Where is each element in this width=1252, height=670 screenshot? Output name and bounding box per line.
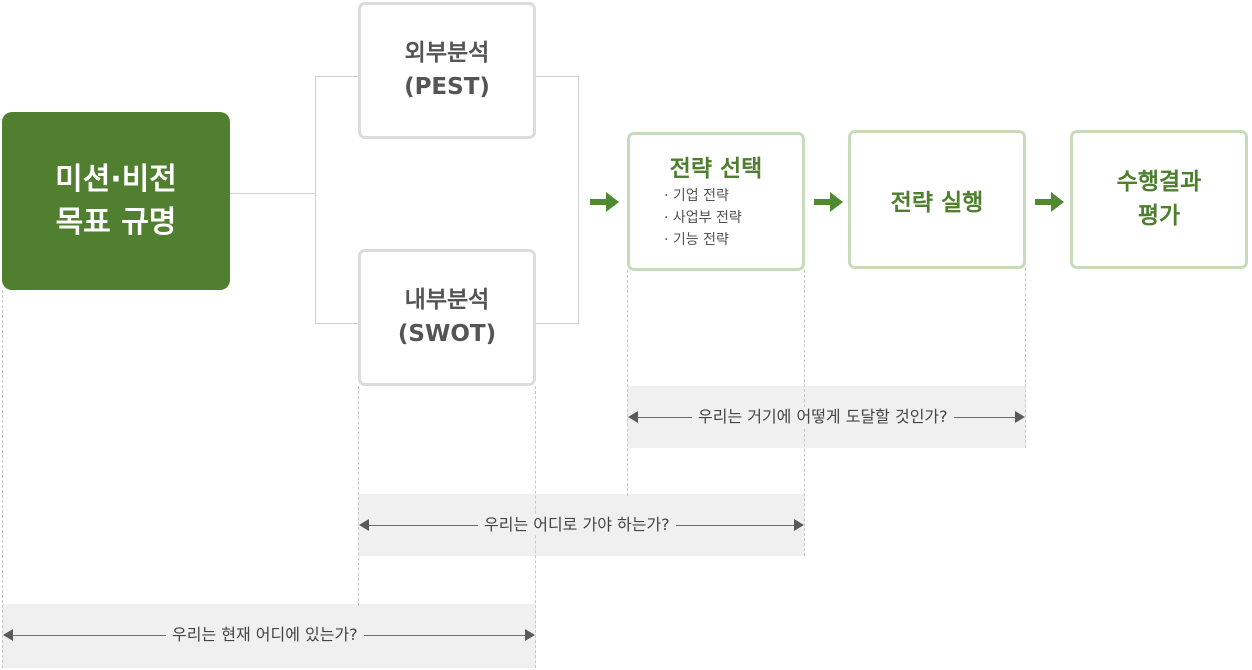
internal-analysis-title: 내부분석 xyxy=(404,287,490,314)
mission-vision-line2: 목표 규명 xyxy=(55,205,177,240)
strategy-selection-title: 전략 선택 xyxy=(669,156,763,182)
connector-bracket-left xyxy=(315,76,316,324)
arrow-left-icon xyxy=(628,411,638,423)
performance-evaluation-box: 수행결과 평가 xyxy=(1070,130,1248,269)
guide-line-selection-left xyxy=(627,270,628,496)
connector-main-to-bracket xyxy=(230,193,316,194)
arrow-right-icon xyxy=(525,629,535,641)
connector-bracket-bottom-left xyxy=(315,323,360,324)
arrow-right-icon xyxy=(590,192,620,212)
list-item: 기능 전략 xyxy=(664,229,742,251)
connector-bracket-top-left xyxy=(315,76,360,77)
internal-analysis-box: 내부분석 (SWOT) xyxy=(358,249,536,386)
guide-line-execution-right xyxy=(1025,268,1026,448)
external-analysis-box: 외부분석 (PEST) xyxy=(358,2,536,139)
arrow-left-icon xyxy=(359,519,369,531)
dimension-label-where-now: 우리는 현재 어디에 있는가? xyxy=(166,625,364,645)
dimension-label-how: 우리는 거기에 어떻게 도달할 것인가? xyxy=(692,407,954,427)
list-item: 사업부 전략 xyxy=(664,207,742,229)
connector-bracket-right xyxy=(578,76,579,324)
internal-analysis-subtitle: (SWOT) xyxy=(397,320,497,347)
connector-bracket-top-right xyxy=(534,76,579,77)
strategy-execution-title: 전략 실행 xyxy=(890,189,984,216)
strategy-selection-list: 기업 전략 사업부 전략 기능 전략 xyxy=(664,185,742,251)
connector-bracket-bottom-right xyxy=(534,323,579,324)
strategy-selection-box: 전략 선택 기업 전략 사업부 전략 기능 전략 xyxy=(627,132,805,271)
mission-vision-line1: 미션·비전 xyxy=(55,161,177,197)
strategy-execution-box: 전략 실행 xyxy=(848,130,1026,269)
performance-evaluation-line1: 수행결과 xyxy=(1116,169,1202,196)
arrow-left-icon xyxy=(3,629,13,641)
guide-line-analysis-left xyxy=(358,386,359,606)
arrow-right-icon xyxy=(794,519,804,531)
list-item: 기업 전략 xyxy=(664,185,742,207)
external-analysis-subtitle: (PEST) xyxy=(404,73,490,100)
arrow-right-icon xyxy=(1035,192,1065,212)
guide-line-main-left xyxy=(2,290,3,668)
external-analysis-title: 외부분석 xyxy=(404,40,490,67)
dimension-label-where-to-go: 우리는 어디로 가야 하는가? xyxy=(478,515,676,535)
arrow-right-icon xyxy=(1015,411,1025,423)
arrow-right-icon xyxy=(814,192,844,212)
mission-vision-box: 미션·비전 목표 규명 xyxy=(2,112,230,290)
performance-evaluation-line2: 평가 xyxy=(1137,202,1181,229)
